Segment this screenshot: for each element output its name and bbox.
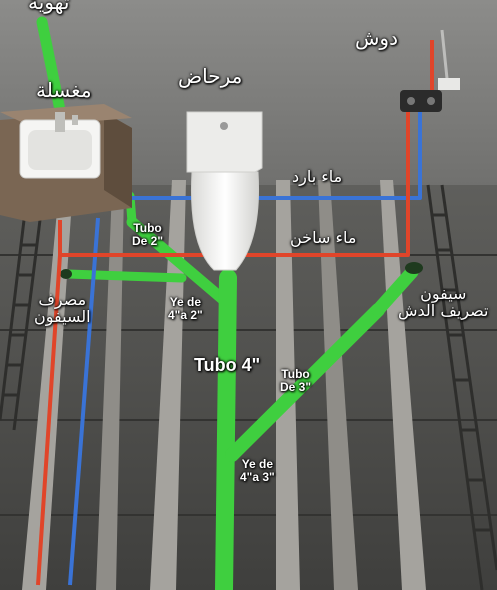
tube-3-line1: Tubo — [281, 367, 310, 381]
siphon-drain-line2: السيفون — [34, 306, 91, 326]
shower-drain-pipe — [371, 265, 419, 317]
main-4-pipe — [215, 269, 237, 590]
shower-drain-line2: تصريف الدش — [398, 300, 489, 320]
left-cable-ladder — [0, 219, 42, 431]
tube-2-line2: De 2" — [132, 233, 164, 248]
ye-4-2-line2: 4"a 2" — [168, 307, 203, 322]
tube-3-line2: De 3" — [280, 379, 312, 394]
siphon-drain-pipe — [63, 269, 187, 283]
tube-3-pipe — [225, 303, 385, 462]
drain-pipes — [36, 16, 419, 590]
vent-pipe — [36, 16, 66, 116]
cold-water-label: ماء بارد — [292, 167, 343, 186]
sink-label: مغسلة — [36, 78, 92, 102]
ye-4-3-label: Ye de 4"a 3" — [240, 458, 275, 483]
ye-4-2-label: Ye de 4"a 2" — [168, 296, 203, 321]
sink-cabinet — [0, 104, 132, 222]
tube-4-label: Tubo 4" — [194, 355, 261, 375]
tube-2-line1: Tubo — [133, 221, 162, 235]
shower-drain-line1: سيفون — [420, 284, 467, 303]
tube-3-label: Tubo De 3" — [280, 368, 311, 393]
ye-4-3-line1: Ye de — [241, 457, 274, 471]
tube-2-label: Tubo De 2" — [132, 222, 163, 247]
shower-fixture — [400, 29, 460, 112]
floor-joists — [22, 180, 426, 590]
siphon-drain-outlet — [60, 269, 72, 279]
ye-4-3-line2: 4"a 3" — [240, 469, 275, 484]
toilet-label: مرحاض — [178, 64, 243, 88]
tube-2-pipe — [126, 216, 232, 308]
ye-4-2-line1: Ye de — [169, 295, 202, 309]
shower-drain-label: سيفون تصريف الدش — [398, 284, 489, 320]
shower-drain-outlet — [405, 262, 423, 274]
shower-label: دوش — [355, 26, 398, 50]
vent-label: تهوية — [28, 0, 70, 14]
siphon-drain-label: مصرف السيفون — [34, 290, 91, 326]
toilet — [186, 111, 263, 271]
hot-water-label: ماء ساخن — [290, 228, 357, 247]
right-cable-ladder — [426, 184, 497, 590]
siphon-drain-line1: مصرف — [38, 290, 87, 309]
